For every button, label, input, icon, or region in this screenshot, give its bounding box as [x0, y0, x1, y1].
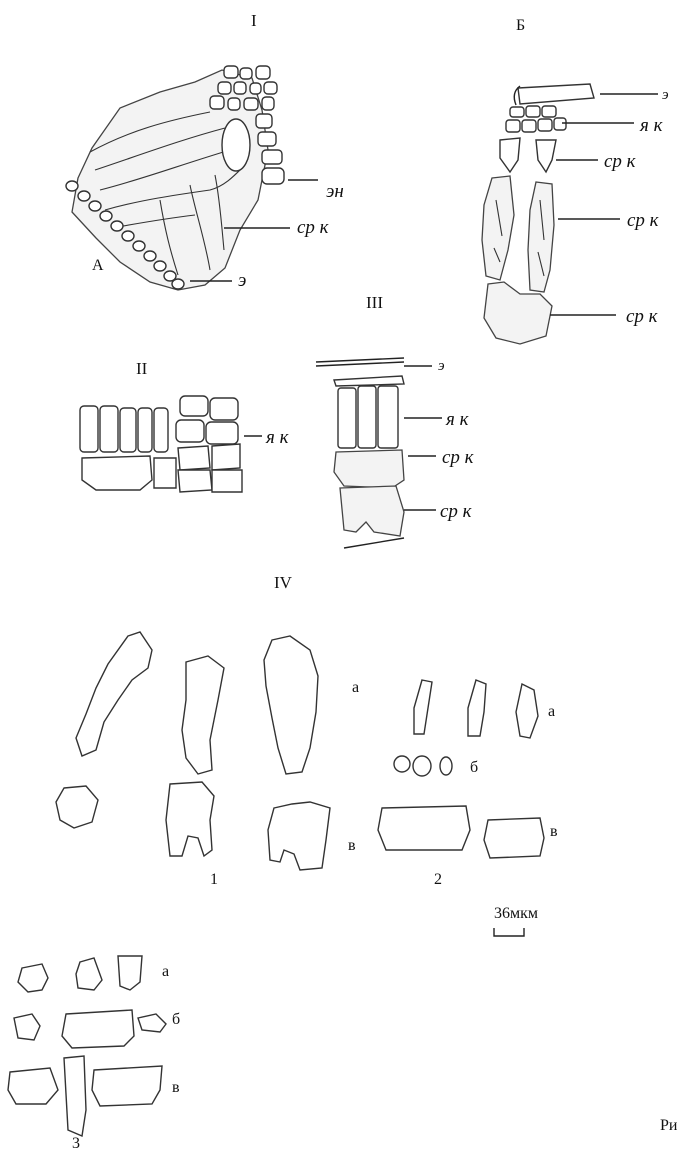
group2-label-a: а — [548, 704, 555, 720]
panel-b-title: Б — [516, 18, 525, 34]
group1-number: 1 — [210, 872, 218, 888]
group2-number: 2 — [434, 872, 442, 888]
group1-label-a: а — [352, 680, 359, 696]
group1-label-v: в — [348, 838, 356, 854]
caption-fragment: Ри — [660, 1118, 677, 1134]
panel-a-sublabel: А — [92, 258, 104, 274]
scale-bar-label: 36мкм — [494, 906, 538, 922]
panel-iv-group3-drawing — [8, 956, 166, 1136]
label-ya-k-b: я к — [640, 116, 662, 135]
group3-label-b: б — [172, 1012, 180, 1028]
panel-iv-title: IV — [274, 574, 292, 591]
panel-i-title: I — [251, 12, 257, 29]
label-sr-k-b3: ср к — [626, 307, 658, 326]
label-sr-k-iii2: ср к — [440, 502, 472, 521]
panel-iii-title: III — [366, 294, 383, 311]
label-e-iii: э — [438, 359, 445, 374]
panel-ii-title: II — [136, 360, 147, 377]
panel-iii-drawing — [316, 358, 404, 548]
label-sr-k-iii1: ср к — [442, 448, 474, 467]
panel-iv-group1-drawing — [56, 632, 330, 870]
group3-label-v: в — [172, 1080, 180, 1096]
label-ya-k-iii: я к — [446, 410, 468, 429]
group2-label-v: в — [550, 824, 558, 840]
label-e-i: э — [238, 271, 246, 290]
label-ya-k-ii: я к — [266, 428, 288, 447]
label-sr-k-b1: ср к — [604, 152, 636, 171]
panel-ii-drawing — [80, 396, 242, 492]
group2-label-b: б — [470, 760, 478, 776]
label-en: эн — [326, 182, 344, 201]
scale-bar-line — [494, 928, 524, 936]
panel-iv-group2-drawing — [378, 680, 544, 858]
label-e-b: э — [662, 88, 669, 103]
group3-number: 3 — [72, 1136, 80, 1151]
label-sr-k-b2: ср к — [627, 211, 659, 230]
group3-label-a: а — [162, 964, 169, 980]
label-sr-k-i: ср к — [297, 218, 329, 237]
